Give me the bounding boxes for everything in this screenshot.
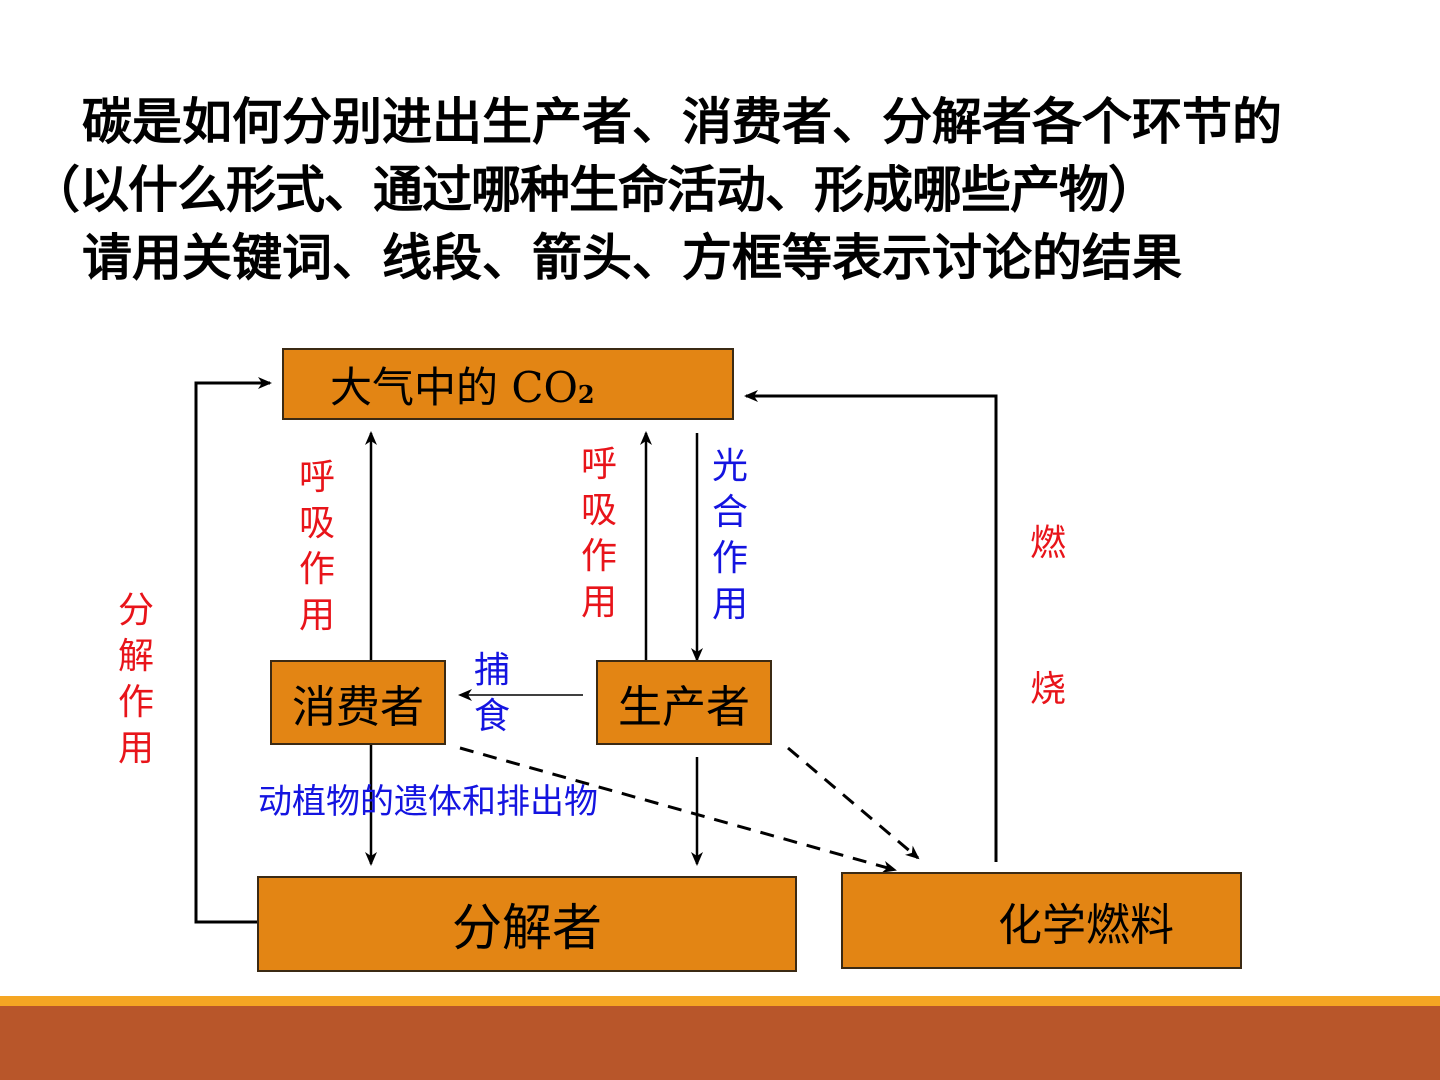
title-line-3: 请用关键词、线段、箭头、方框等表示讨论的结果 [82, 229, 1182, 287]
title-line-2: （以什么形式、通过哪种生命活动、形成哪些产物） [30, 161, 1158, 219]
label-photosynthesis: 光合作用 [711, 446, 748, 625]
producer-box: 生产者 [596, 660, 772, 745]
atmosphere-co2-label: 大气中的 CO [330, 362, 578, 412]
label-combustion-1: 燃 [1030, 523, 1067, 564]
decomposer-label: 分解者 [452, 899, 602, 957]
arrow-decomposition [194, 377, 272, 924]
label-decomposition: 分解作用 [117, 590, 154, 769]
fuel-box: 化学燃料 [841, 872, 1242, 969]
decomposer-box: 分解者 [257, 876, 797, 972]
arrow-combustion [744, 390, 998, 862]
consumer-label: 消费者 [292, 681, 424, 733]
label-predation: 捕食 [473, 650, 510, 737]
title-line-1: 碳是如何分别进出生产者、消费者、分解者各个环节的 [82, 93, 1282, 151]
consumer-box: 消费者 [270, 660, 446, 745]
arrow-consumer-to-fuel [459, 746, 897, 873]
arrow-producer-to-fuel [787, 746, 920, 860]
co2-subscript: 2 [577, 379, 595, 409]
label-combustion-2: 烧 [1030, 669, 1067, 710]
label-respiration-producer: 呼吸作用 [580, 444, 617, 623]
footer-accent-line [0, 996, 1440, 1006]
label-respiration-consumer: 呼吸作用 [298, 457, 335, 636]
producer-label: 生产者 [618, 681, 750, 733]
footer-band [0, 1006, 1440, 1080]
label-remains: 动植物的遗体和排出物 [258, 782, 598, 822]
fuel-label: 化学燃料 [998, 899, 1174, 951]
